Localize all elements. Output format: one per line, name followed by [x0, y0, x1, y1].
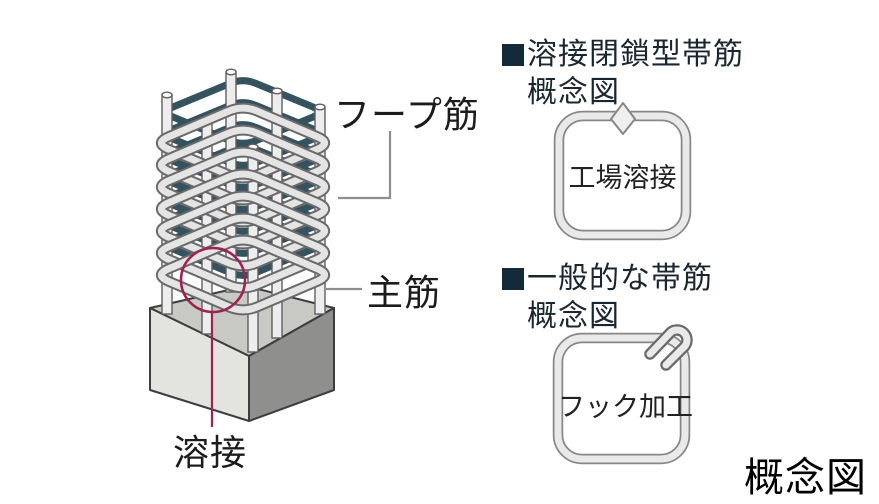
hoop-tube	[157, 192, 329, 270]
rebar-top	[314, 103, 326, 111]
rebar-top	[161, 91, 173, 99]
hook-process-label: フック加工	[558, 392, 693, 422]
hook-icon-fill	[646, 326, 691, 369]
hoop-leader-line	[338, 131, 392, 200]
hoop-tube	[157, 236, 329, 314]
square-bullet-icon	[502, 268, 524, 290]
panel-2-title-line2: 概念図	[527, 300, 620, 333]
hoop-square-tube	[554, 334, 689, 463]
concrete-base	[149, 285, 335, 422]
figure-caption: 概念図	[744, 455, 867, 500]
panel-2-heading-text: 一般的な帯筋 概念図	[527, 260, 713, 336]
main-bar-label: 主筋	[367, 272, 442, 313]
panel-1-heading: 溶接閉鎖型帯筋 概念図	[502, 36, 744, 112]
welded-hoop-diagram	[553, 102, 692, 241]
light-hoop-tubes	[156, 102, 330, 316]
hoop-bar-label: フープ筋	[334, 94, 480, 135]
panel-2-heading: 一般的な帯筋 概念図	[502, 260, 713, 336]
weld-highlight	[179, 246, 247, 427]
weld-notch-icon	[610, 102, 636, 135]
panel-1-heading-text: 溶接閉鎖型帯筋 概念図	[527, 36, 744, 112]
hoop-tube	[157, 214, 329, 292]
rebar-top	[225, 68, 237, 76]
rebar-top	[271, 87, 283, 95]
hooked-hoop-diagram	[552, 324, 693, 465]
panel-1-title-line1: 溶接閉鎖型帯筋	[527, 38, 744, 71]
leader-lines	[326, 131, 392, 291]
square-bullet-icon	[502, 44, 524, 66]
base-face	[248, 307, 335, 422]
panel-1-title-line2: 概念図	[527, 76, 620, 109]
panel-2-title-line1: 一般的な帯筋	[527, 262, 713, 295]
weld-label: 溶接	[173, 432, 248, 473]
factory-weld-label: 工場溶接	[568, 163, 677, 193]
